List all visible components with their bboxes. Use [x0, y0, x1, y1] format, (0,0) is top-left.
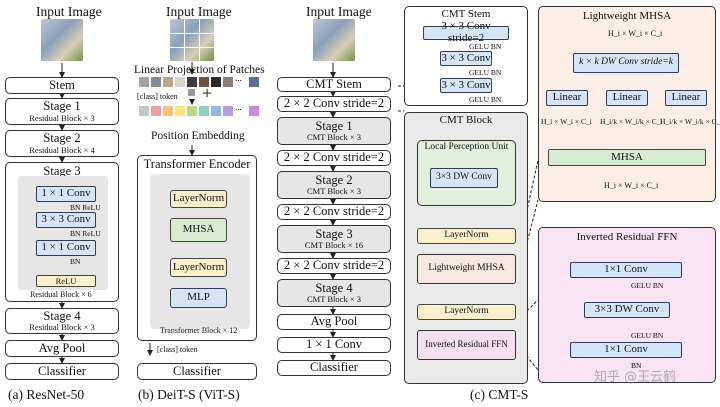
cmt-conv1x1: 1 × 1 Conv — [277, 337, 391, 353]
deit-input-label: Input Image — [166, 4, 232, 19]
resnet-stem: Stem — [5, 77, 119, 94]
cmt-stem-gelubn-2: GELU BN — [469, 68, 502, 77]
cmt-caption: (c) CMT-S — [470, 387, 529, 402]
irffn-dwconv: 3×3 DW Conv — [584, 302, 670, 318]
resnet-avgpool: Avg Pool — [5, 340, 119, 357]
lmhsa-dim-v: H_i/k × W_i/k × C_i — [660, 117, 720, 126]
cmt-stem-conv-stride2: 3 × 3 Conv stride=2 — [423, 21, 509, 44]
irffn-gelubn-1: GELU BN — [631, 281, 664, 290]
deit-mlp: MLP — [170, 288, 227, 308]
lmhsa-dim-q: H_i × W_i × C_i — [541, 117, 592, 126]
deit-plus: + — [202, 83, 213, 103]
resnet-conv3x3: 3 × 3 Conv — [36, 212, 96, 228]
irffn-conv1x1-b: 1×1 Conv — [570, 342, 682, 358]
cmt-stem-conv-3: 3 × 3 Conv — [440, 78, 492, 93]
resnet-bnrelu-1: BN ReLU — [70, 203, 101, 212]
resnet-bn: BN — [70, 257, 81, 266]
watermark: 知乎 @王云鹤 — [594, 370, 677, 385]
resnet-input-image — [41, 19, 83, 61]
cmt-block-layernorm-1: LayerNorm — [417, 228, 516, 244]
cmt-downsample-1: 2 × 2 Conv stride=2 — [277, 96, 391, 112]
lmhsa-dwconv: k × k DW Conv stride=k — [573, 53, 679, 73]
cmt-lpu-dwconv: 3×3 DW Conv — [430, 168, 498, 188]
lmhsa-linear-q: Linear — [546, 90, 588, 106]
lmhsa-linear-k: Linear — [606, 90, 648, 106]
deit-class-token-out: [class] token — [157, 345, 198, 354]
deit-layernorm-2: LayerNorm — [170, 258, 227, 277]
deit-linear-projection: Linear Projection of Patches — [134, 64, 265, 76]
lmhsa-output-dims: H_i × W_i × C_i — [604, 181, 659, 190]
resnet-relu: ReLU — [36, 275, 96, 287]
lmhsa-input-dims: H_i × W_i × C_i — [608, 29, 663, 38]
deit-layernorm-1: LayerNorm — [170, 190, 227, 208]
cmt-stem-gelubn-1: GELU BN — [469, 42, 502, 51]
resnet-classifier: Classifier — [5, 363, 119, 380]
resnet-bnrelu-2: BN ReLU — [70, 229, 101, 238]
deit-position-strip: ... — [139, 102, 259, 116]
resnet-conv1x1-b: 1 × 1 Conv — [36, 240, 96, 256]
resnet-conv1x1-a: 1 × 1 Conv — [36, 186, 96, 202]
cmt-stem: CMT Stem — [277, 77, 391, 92]
deit-mhsa: MHSA — [170, 218, 227, 242]
lmhsa-linear-v: Linear — [665, 90, 707, 106]
deit-class-token-label: [class] token — [137, 92, 178, 101]
irffn-conv1x1-a: 1×1 Conv — [570, 262, 682, 278]
cmt-block-lmhsa: Lightweight MHSA — [417, 254, 516, 284]
cmt-downsample-4: 2 × 2 Conv stride=2 — [277, 258, 391, 274]
deit-block-sub: Transformer Block × 12 — [160, 326, 238, 335]
lmhsa-mhsa: MHSA — [548, 149, 706, 166]
resnet-input-label: Input Image — [36, 4, 102, 19]
deit-caption: (b) DeiT-S (ViT-S) — [138, 387, 240, 402]
deit-class-token — [188, 89, 195, 96]
deit-patched-image — [170, 19, 214, 61]
cmt-avgpool: Avg Pool — [277, 314, 391, 330]
cmt-block-layernorm-2: LayerNorm — [417, 304, 516, 320]
cmt-stem-gelubn-3: GELU BN — [469, 95, 502, 104]
irffn-gelubn-2: GELU BN — [631, 331, 664, 340]
cmt-block-irffn: Inverted Residual FFN — [417, 330, 516, 360]
resnet-caption: (a) ResNet-50 — [8, 387, 85, 402]
deit-classifier: Classifier — [137, 363, 257, 380]
cmt-classifier: Classifier — [277, 360, 391, 376]
cmt-input-label: Input Image — [306, 4, 372, 19]
cmt-downsample-2: 2 × 2 Conv stride=2 — [277, 150, 391, 166]
cmt-input-image — [313, 19, 355, 61]
cmt-downsample-3: 2 × 2 Conv stride=2 — [277, 204, 391, 220]
deit-patch-strip: ... — [139, 73, 259, 87]
deit-position-embedding: Position Embedding — [151, 130, 245, 142]
lmhsa-dim-k: H_i/k × W_i/k × C_i — [600, 117, 663, 126]
resnet-stage3-sub: Residual Block × 6 — [30, 290, 92, 299]
irffn-bn: BN — [631, 361, 642, 370]
cmt-stem-conv-2: 3 × 3 Conv — [440, 51, 492, 66]
